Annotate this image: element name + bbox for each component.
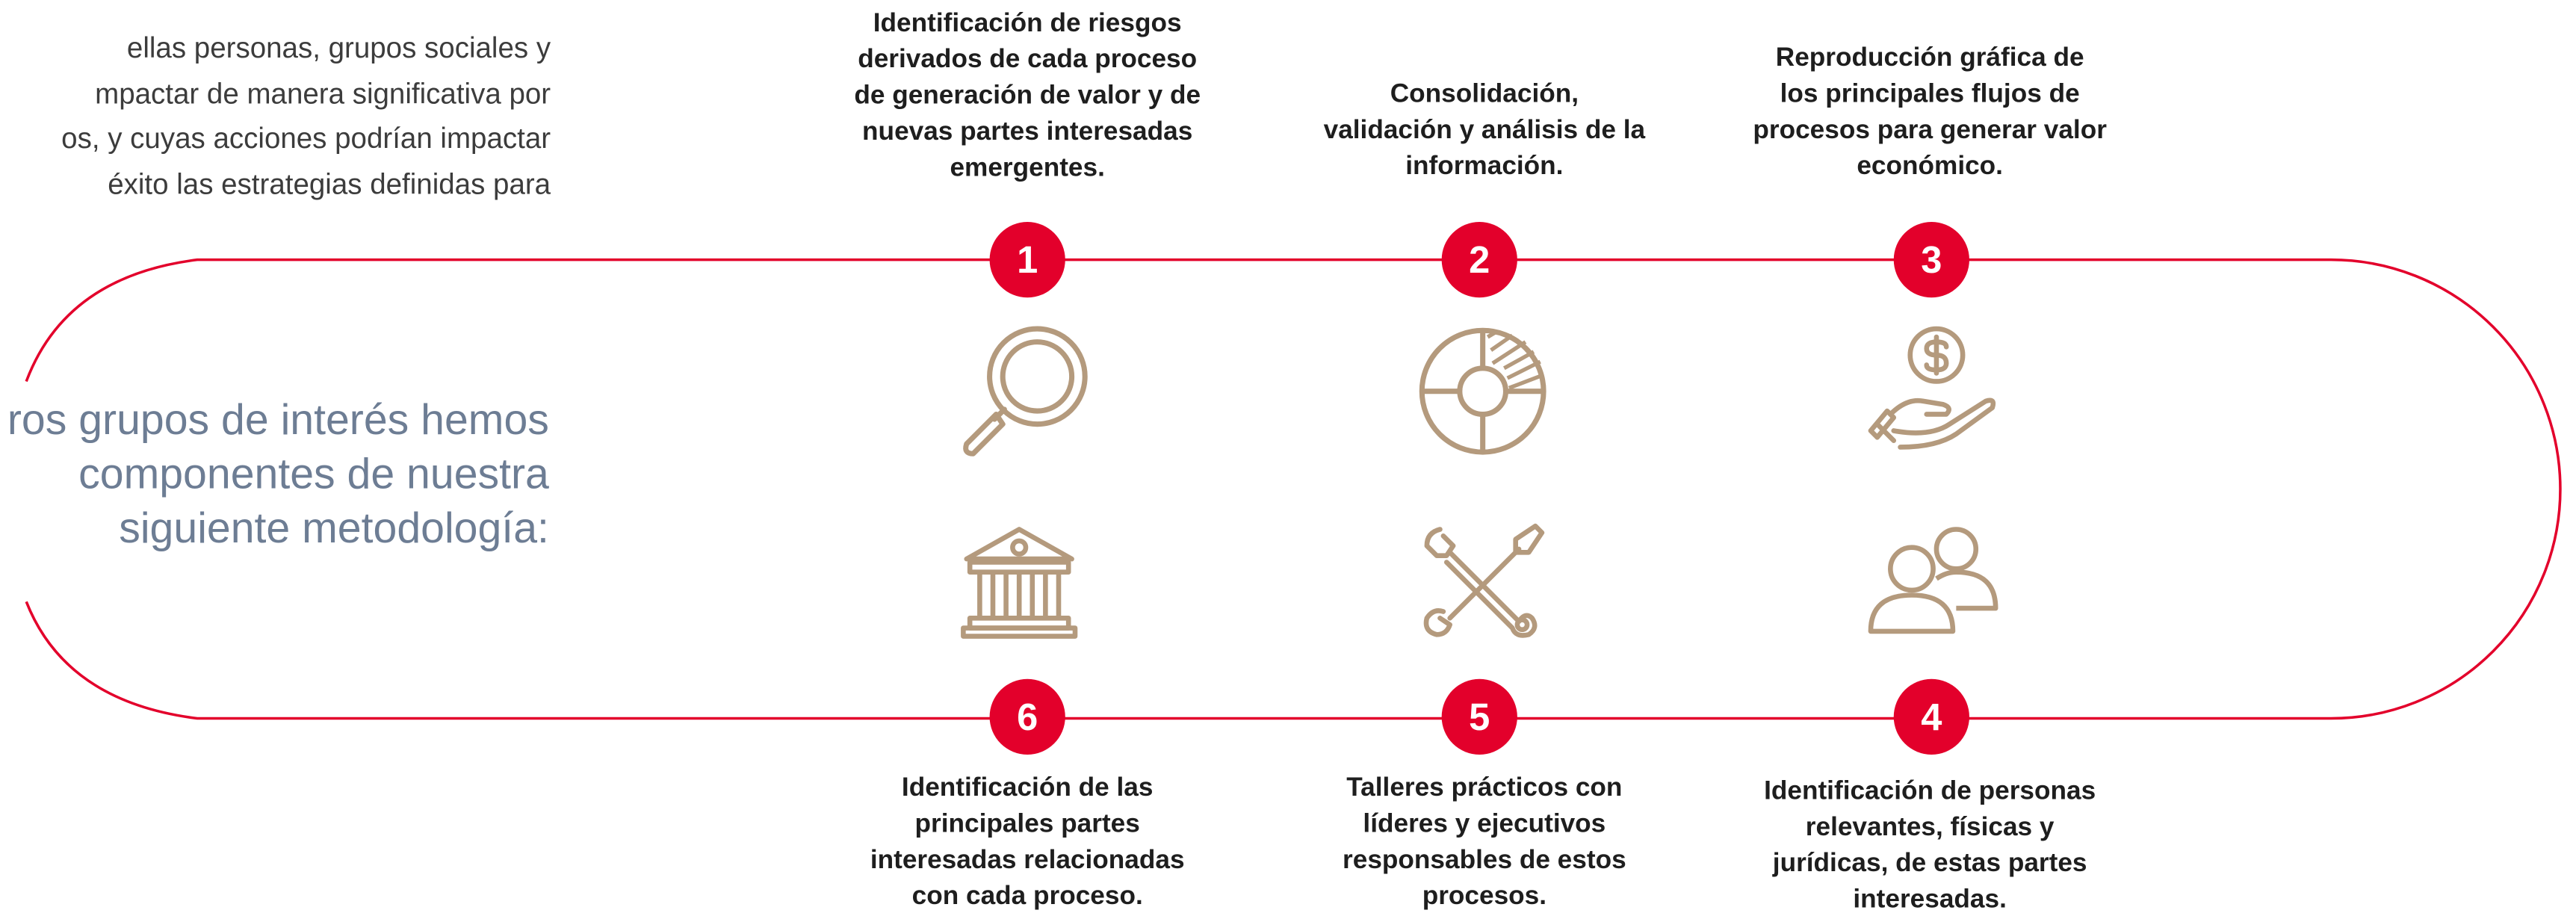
step-6-text: Identificación de las principales partes… [870, 774, 1185, 911]
lead-line: ros grupos de interés hemos [7, 394, 549, 445]
intro-line: éxito las estrategias definidas para [108, 167, 551, 200]
step-3-badge: 3 [1893, 222, 1969, 298]
step-4-badge: 4 [1893, 678, 1969, 755]
institution-icon [961, 527, 1078, 639]
step-1-badge: 1 [989, 222, 1065, 298]
intro-paragraph: ellas personas, grupos sociales y mpacta… [0, 26, 551, 207]
hand-dollar-icon [1868, 326, 1996, 450]
intro-line: os, y cuyas acciones podrían impactar [61, 121, 551, 155]
people-icon [1868, 527, 1998, 634]
tools-icon [1423, 523, 1545, 638]
intro-line: mpactar de manera significativa por [95, 76, 551, 110]
magnifier-icon [963, 326, 1088, 457]
pie-chart-icon [1419, 327, 1546, 455]
step-5-badge: 5 [1441, 678, 1517, 755]
step-2-badge: 2 [1441, 222, 1517, 298]
lead-line: componentes de nuestra [78, 448, 549, 498]
step-1-text: Identificación de riesgos derivados de c… [854, 10, 1201, 183]
step-3-text: Reproducción gráfica de los principales … [1753, 44, 2107, 182]
lead-statement: ros grupos de interés hemos componentes … [0, 393, 549, 556]
step-6-badge: 6 [989, 678, 1065, 755]
step-4-text: Identificación de personas relevantes, f… [1764, 777, 2096, 915]
lead-line: siguiente metodología: [119, 503, 549, 553]
step-2-text: Consolidación, validación y análisis de … [1323, 80, 1646, 182]
step-5-text: Talleres prácticos con líderes y ejecuti… [1343, 774, 1626, 911]
intro-line: ellas personas, grupos sociales y [126, 31, 551, 64]
